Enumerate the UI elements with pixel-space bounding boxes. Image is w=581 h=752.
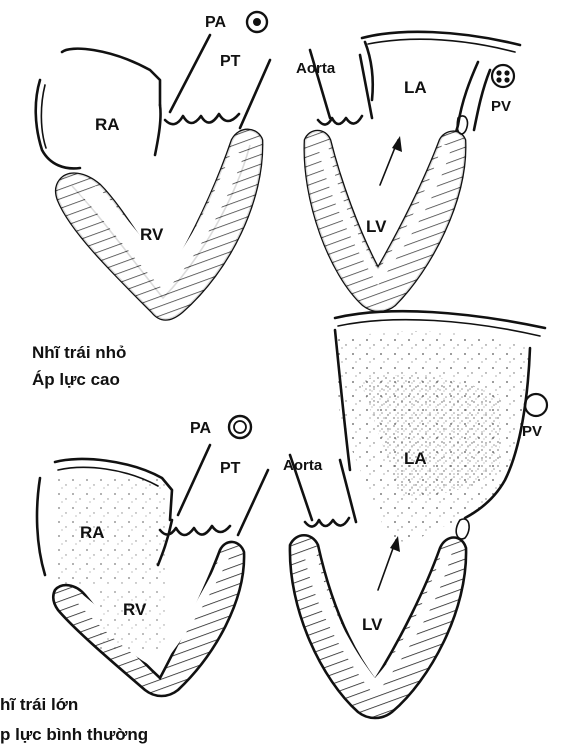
- bottom-right-heart: [37, 445, 268, 696]
- bottom-pv-symbol: [525, 394, 547, 416]
- top-label-aorta: Aorta: [296, 60, 336, 77]
- bottom-label-rv: RV: [123, 600, 147, 619]
- bottom-label-lv: LV: [362, 615, 383, 634]
- bottom-label-la: LA: [404, 449, 427, 468]
- bottom-label-pa: PA: [190, 420, 211, 437]
- bottom-label-pt: PT: [220, 460, 241, 477]
- top-label-ra: RA: [95, 115, 120, 134]
- top-pv-symbol: [492, 65, 514, 87]
- top-label-rv: RV: [140, 225, 164, 244]
- top-caption-line1: Nhĩ trái nhỏ: [32, 343, 126, 362]
- bottom-left-heart: [290, 311, 545, 718]
- bottom-pa-symbol: [229, 416, 251, 438]
- bottom-label-pv: PV: [522, 423, 542, 440]
- top-pa-symbol: [247, 12, 267, 32]
- bottom-label-aorta: Aorta: [283, 457, 323, 474]
- top-label-la: LA: [404, 78, 427, 97]
- bottom-caption-line2: p lực bình thường: [0, 725, 148, 744]
- bottom-caption-line1: hĩ trái lớn: [0, 695, 78, 714]
- bottom-label-ra: RA: [80, 523, 105, 542]
- top-caption-line2: Áp lực cao: [32, 370, 120, 389]
- top-label-lv: LV: [366, 217, 387, 236]
- top-label-pt: PT: [220, 53, 241, 70]
- top-label-pa: PA: [205, 14, 226, 31]
- top-label-pv: PV: [491, 98, 511, 115]
- top-left-heart: [305, 32, 520, 311]
- top-right-heart: [36, 35, 270, 320]
